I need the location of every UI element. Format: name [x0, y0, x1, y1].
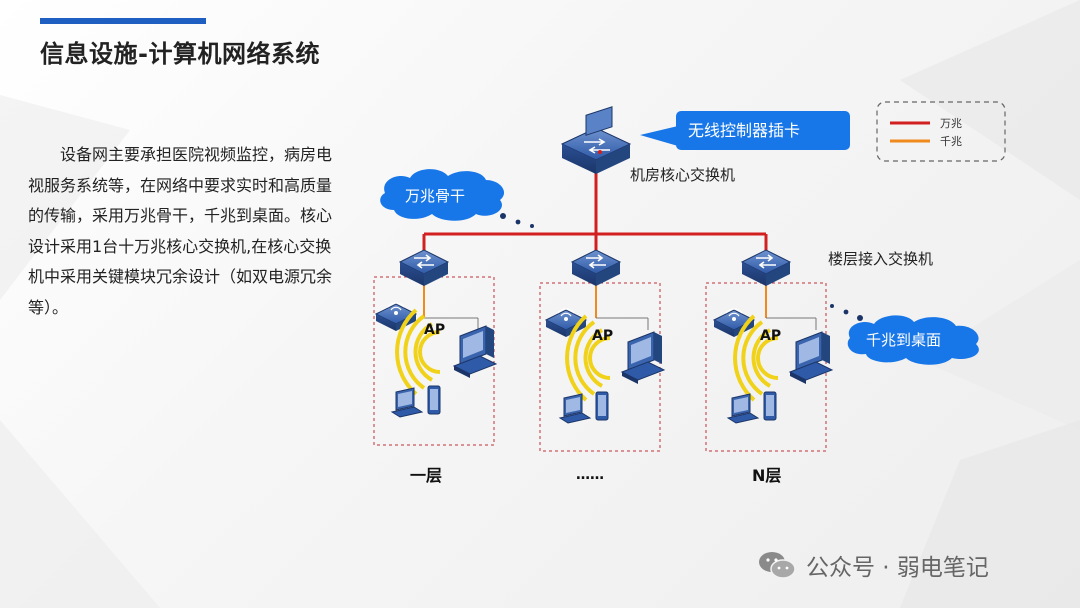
- title-accent-bar: [40, 18, 206, 24]
- access-switch-icon: [741, 249, 791, 287]
- legend-label-1g: 千兆: [940, 135, 962, 148]
- cloud-dot: [830, 304, 834, 308]
- description-text: 设备网主要承担医院视频监控，病房电视服务系统等，在网络中要求实时和高质量的传输，…: [28, 145, 333, 317]
- desktop-cloud-label: 千兆到桌面: [866, 331, 941, 349]
- access-switch-label: 楼层接入交换机: [828, 250, 933, 268]
- floor-label-2: ……: [576, 467, 604, 483]
- tablet-icon: [763, 391, 777, 421]
- core-switch-icon: [560, 106, 632, 174]
- floor-group-2: AP: [539, 249, 665, 452]
- floor-label-3: N层: [752, 466, 781, 485]
- legend-label-10g: 万兆: [940, 117, 962, 130]
- access-switch-icon: [399, 249, 449, 287]
- tablet-icon: [427, 385, 441, 415]
- watermark-text: 公众号 · 弱电笔记: [806, 555, 989, 581]
- watermark: 公众号 · 弱电笔记: [758, 548, 989, 582]
- ap-label: AP: [592, 328, 613, 344]
- access-switch-icon: [571, 249, 621, 287]
- page-title: 信息设施-计算机网络系统: [40, 40, 320, 68]
- core-switch-label: 机房核心交换机: [630, 166, 735, 184]
- legend-box: [876, 101, 1006, 162]
- floor-label-1: 一层: [410, 466, 442, 485]
- ap-label: AP: [760, 328, 781, 344]
- ap-label: AP: [424, 322, 445, 338]
- controller-callout: [676, 111, 850, 150]
- tablet-icon: [595, 391, 609, 421]
- floor-group-3: AP: [705, 249, 833, 452]
- floor-group-1: AP: [373, 249, 497, 446]
- wechat-icon: [759, 552, 796, 579]
- cloud-dot: [530, 224, 534, 228]
- laptop-icon: [391, 387, 423, 418]
- cloud-dot: [515, 219, 521, 225]
- cloud-dot: [843, 309, 849, 315]
- controller-callout-pointer: [640, 126, 678, 146]
- cloud-dot: [500, 213, 506, 219]
- backbone-cloud: [380, 169, 505, 221]
- backbone-cloud-label: 万兆骨干: [405, 187, 465, 205]
- desktop-cloud: [847, 315, 979, 365]
- pc-icon: [453, 325, 497, 379]
- cloud-dot: [857, 315, 863, 321]
- controller-label: 无线控制器插卡: [688, 121, 800, 140]
- pc-icon: [621, 331, 665, 385]
- pc-icon: [789, 331, 833, 385]
